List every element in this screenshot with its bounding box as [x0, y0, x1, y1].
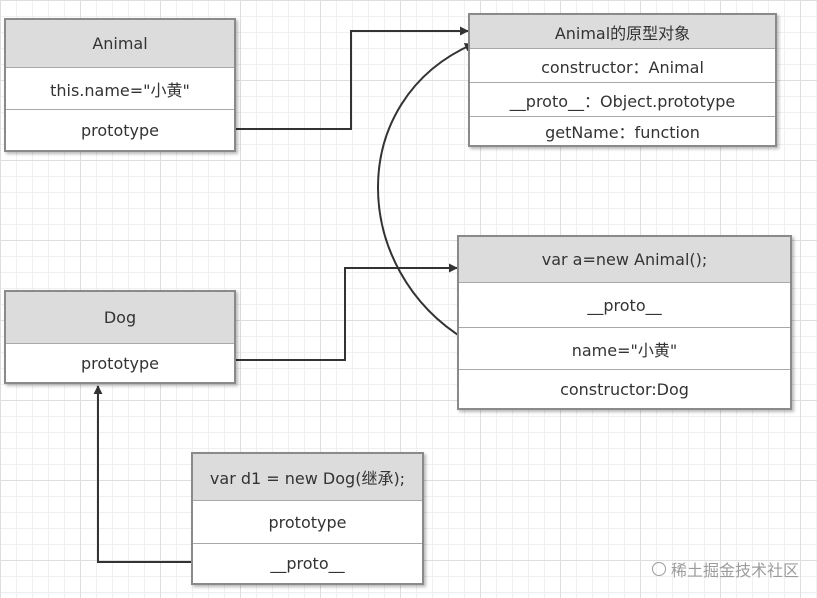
instance-d1-proto-row: __proto__	[193, 543, 422, 583]
animal-box-title: Animal	[6, 20, 234, 67]
dog-constructor-box: Dog prototype	[4, 290, 236, 384]
instance-a-title: var a=new Animal();	[459, 237, 790, 282]
instance-a-name-row: name="小黄"	[459, 327, 790, 369]
dog-prototype-row: prototype	[6, 343, 234, 382]
instance-a-proto-row: __proto__	[459, 282, 790, 327]
animal-prototype-row: prototype	[6, 109, 234, 150]
instance-a-constructor-row: constructor:Dog	[459, 369, 790, 408]
arrow-dog-prototype-to-instance-a	[234, 263, 458, 361]
prototype-object-getname-row: getName：function	[470, 116, 775, 145]
instance-d1-title: var d1 = new Dog(继承);	[193, 454, 422, 500]
prototype-object-title: Animal的原型对象	[470, 15, 775, 48]
site-watermark: 稀土掘金技术社区	[651, 557, 799, 581]
instance-d1-prototype-row: prototype	[193, 500, 422, 543]
dog-box-title: Dog	[6, 292, 234, 343]
animal-this-name-row: this.name="小黄"	[6, 67, 234, 109]
watermark-text: 稀土掘金技术社区	[670, 561, 799, 580]
instance-a-box: var a=new Animal(); __proto__ name="小黄" …	[457, 235, 792, 410]
instance-d1-box: var d1 = new Dog(继承); prototype __proto_…	[191, 452, 424, 585]
animal-constructor-box: Animal this.name="小黄" prototype	[4, 18, 236, 152]
animal-prototype-object-box: Animal的原型对象 constructor：Animal __proto__…	[468, 13, 777, 147]
watermark-logo-icon	[651, 562, 666, 576]
arrow-d1-proto-to-dog	[93, 385, 191, 563]
prototype-object-constructor-row: constructor：Animal	[470, 48, 775, 82]
arrow-instance-a-to-prototype-object	[377, 43, 474, 341]
arrow-animal-prototype-to-prototype-object	[234, 26, 469, 130]
prototype-object-proto-row: __proto__：Object.prototype	[470, 82, 775, 116]
